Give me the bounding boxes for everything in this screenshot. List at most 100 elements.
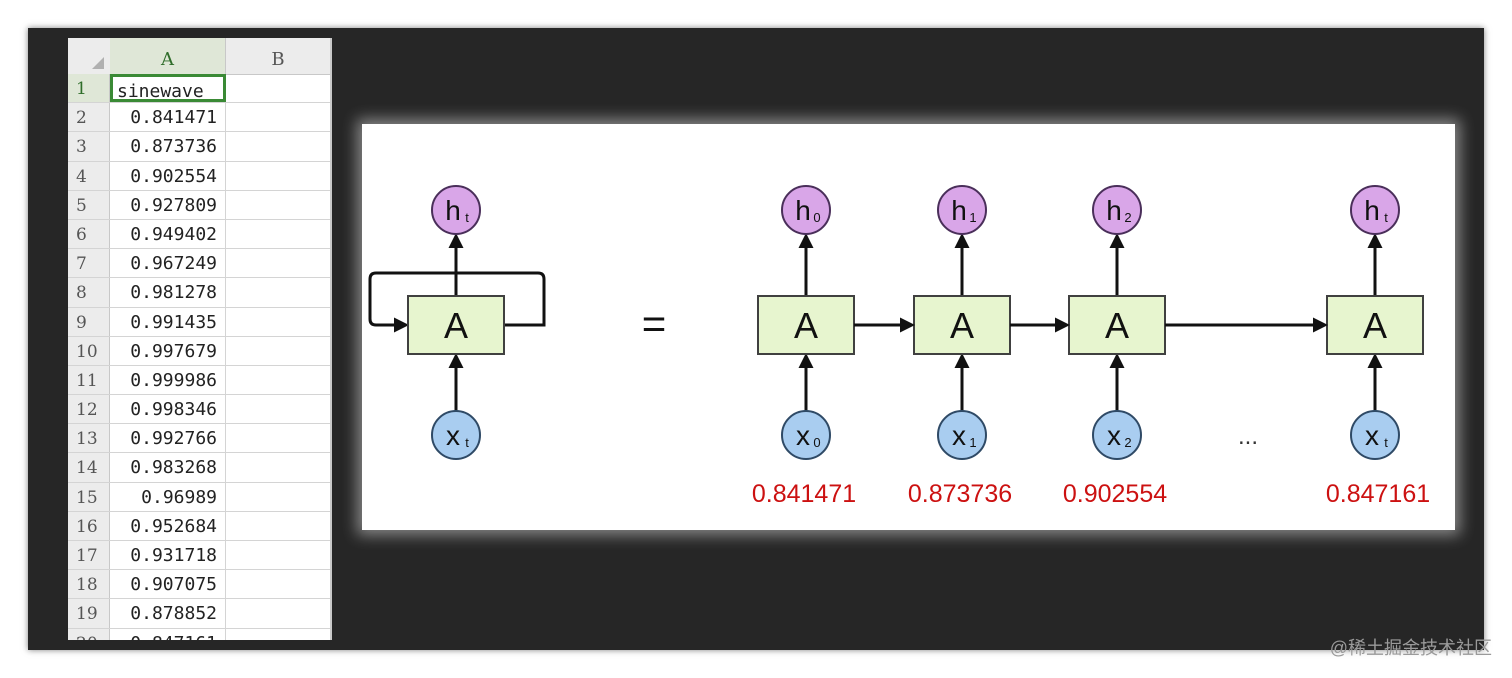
step-2-cell-label: A — [1105, 305, 1129, 346]
cell-b[interactable] — [226, 599, 330, 627]
cell-a[interactable]: 0.981278 — [110, 278, 226, 307]
step-3-cell-box — [1326, 295, 1424, 355]
cell-b[interactable] — [226, 629, 330, 640]
row-header[interactable]: 10 — [68, 336, 110, 365]
cell-a[interactable]: 0.991435 — [110, 307, 226, 336]
step-3-h-node-subscript: t — [1384, 210, 1388, 225]
row-header[interactable]: 14 — [68, 453, 110, 482]
cell-b[interactable] — [226, 278, 330, 306]
cell-a[interactable]: 0.998346 — [110, 395, 226, 424]
cell-a[interactable]: 0.902554 — [110, 161, 226, 190]
cell-b[interactable] — [226, 74, 330, 102]
step-0-cell-label: A — [794, 305, 818, 346]
ellipsis: ... — [1238, 423, 1258, 450]
step-2-value: 0.902554 — [1063, 480, 1167, 508]
step-2-h-node-circle — [1092, 185, 1142, 235]
cell-a[interactable]: 0.992766 — [110, 424, 226, 453]
cell-b[interactable] — [226, 308, 330, 336]
step-0-x-node-circle — [781, 410, 831, 460]
row-header[interactable]: 16 — [68, 511, 110, 540]
cell-b[interactable] — [226, 541, 330, 569]
watermark: @稀土掘金技术社区 — [1329, 638, 1492, 658]
row-header[interactable]: 2 — [68, 103, 110, 132]
step-2-h-node-label: h — [1106, 195, 1122, 226]
select-all-corner[interactable] — [68, 38, 111, 74]
cell-b[interactable] — [226, 453, 330, 481]
cell-b[interactable] — [226, 424, 330, 452]
row-header[interactable]: 13 — [68, 424, 110, 453]
cell-b[interactable] — [226, 191, 330, 219]
step-3-h-node-circle — [1350, 185, 1400, 235]
cell-a[interactable]: 0.96989 — [110, 482, 226, 511]
step-2-x-node-subscript: 2 — [1124, 435, 1131, 450]
step-1-value: 0.873736 — [908, 480, 1012, 508]
column-header-a[interactable]: A — [110, 38, 226, 74]
cell-b[interactable] — [226, 570, 330, 598]
cell-b[interactable] — [226, 249, 330, 277]
row-header[interactable]: 5 — [68, 190, 110, 219]
step-0-x-node-label: x — [796, 420, 810, 451]
row-header[interactable]: 15 — [68, 482, 110, 511]
row-header[interactable]: 18 — [68, 570, 110, 599]
step-3-h-node-label: h — [1364, 195, 1380, 226]
cell-a[interactable]: 0.952684 — [110, 511, 226, 540]
cell-a[interactable]: 0.997679 — [110, 336, 226, 365]
row-header[interactable]: 8 — [68, 278, 110, 307]
cell-b[interactable] — [226, 132, 330, 160]
cell-a[interactable]: 0.931718 — [110, 541, 226, 570]
step-2-x-node-circle — [1092, 410, 1142, 460]
selected-cell-a1[interactable]: sinewave — [110, 74, 226, 103]
step-0-value: 0.841471 — [752, 480, 856, 508]
cell-a[interactable]: 0.841471 — [110, 103, 226, 132]
cell-b[interactable] — [226, 220, 330, 248]
cell-a[interactable]: 0.999986 — [110, 365, 226, 395]
row-header[interactable]: 7 — [68, 249, 110, 278]
row-header[interactable]: 3 — [68, 132, 110, 161]
cell-a[interactable]: 0.927809 — [110, 190, 226, 219]
row-header[interactable]: 1 — [68, 74, 110, 103]
cell-a[interactable]: 0.847161 — [110, 628, 226, 640]
cell-a[interactable]: 0.907075 — [110, 570, 226, 599]
cell-b[interactable] — [226, 366, 330, 394]
step-1-x-node-subscript: 1 — [969, 435, 976, 450]
row-header[interactable]: 12 — [68, 395, 110, 424]
step-1-h-node-label: h — [951, 195, 967, 226]
step-0-h-node-subscript: 0 — [813, 210, 820, 225]
cell-b[interactable] — [226, 512, 330, 540]
cell-a[interactable]: 0.873736 — [110, 132, 226, 161]
step-1-x-node-circle — [937, 410, 987, 460]
select-all-triangle-icon — [92, 57, 104, 69]
row-header[interactable]: 9 — [68, 307, 110, 336]
row-header[interactable]: 19 — [68, 599, 110, 628]
cell-b[interactable] — [226, 162, 330, 190]
folded-cell-label: A — [444, 305, 468, 346]
cell-b[interactable] — [226, 395, 330, 423]
row-header[interactable]: 4 — [68, 161, 110, 190]
cell-a[interactable]: 0.967249 — [110, 249, 226, 278]
cell-a[interactable]: 0.878852 — [110, 599, 226, 628]
row-header[interactable]: 6 — [68, 219, 110, 249]
step-2-x-node-label: x — [1107, 420, 1121, 451]
cell-b[interactable] — [226, 483, 330, 511]
row-header[interactable]: 11 — [68, 365, 110, 395]
cell-b[interactable] — [226, 337, 330, 365]
step-1-x-node-label: x — [952, 420, 966, 451]
cell-a[interactable]: 0.983268 — [110, 453, 226, 482]
column-header-b[interactable]: B — [226, 38, 330, 74]
cell-a[interactable]: 0.949402 — [110, 219, 226, 249]
cell-b[interactable] — [226, 103, 330, 131]
row-header[interactable]: 17 — [68, 541, 110, 570]
table-row: 200.847161 — [68, 628, 330, 640]
row-header[interactable]: 20 — [68, 628, 110, 640]
